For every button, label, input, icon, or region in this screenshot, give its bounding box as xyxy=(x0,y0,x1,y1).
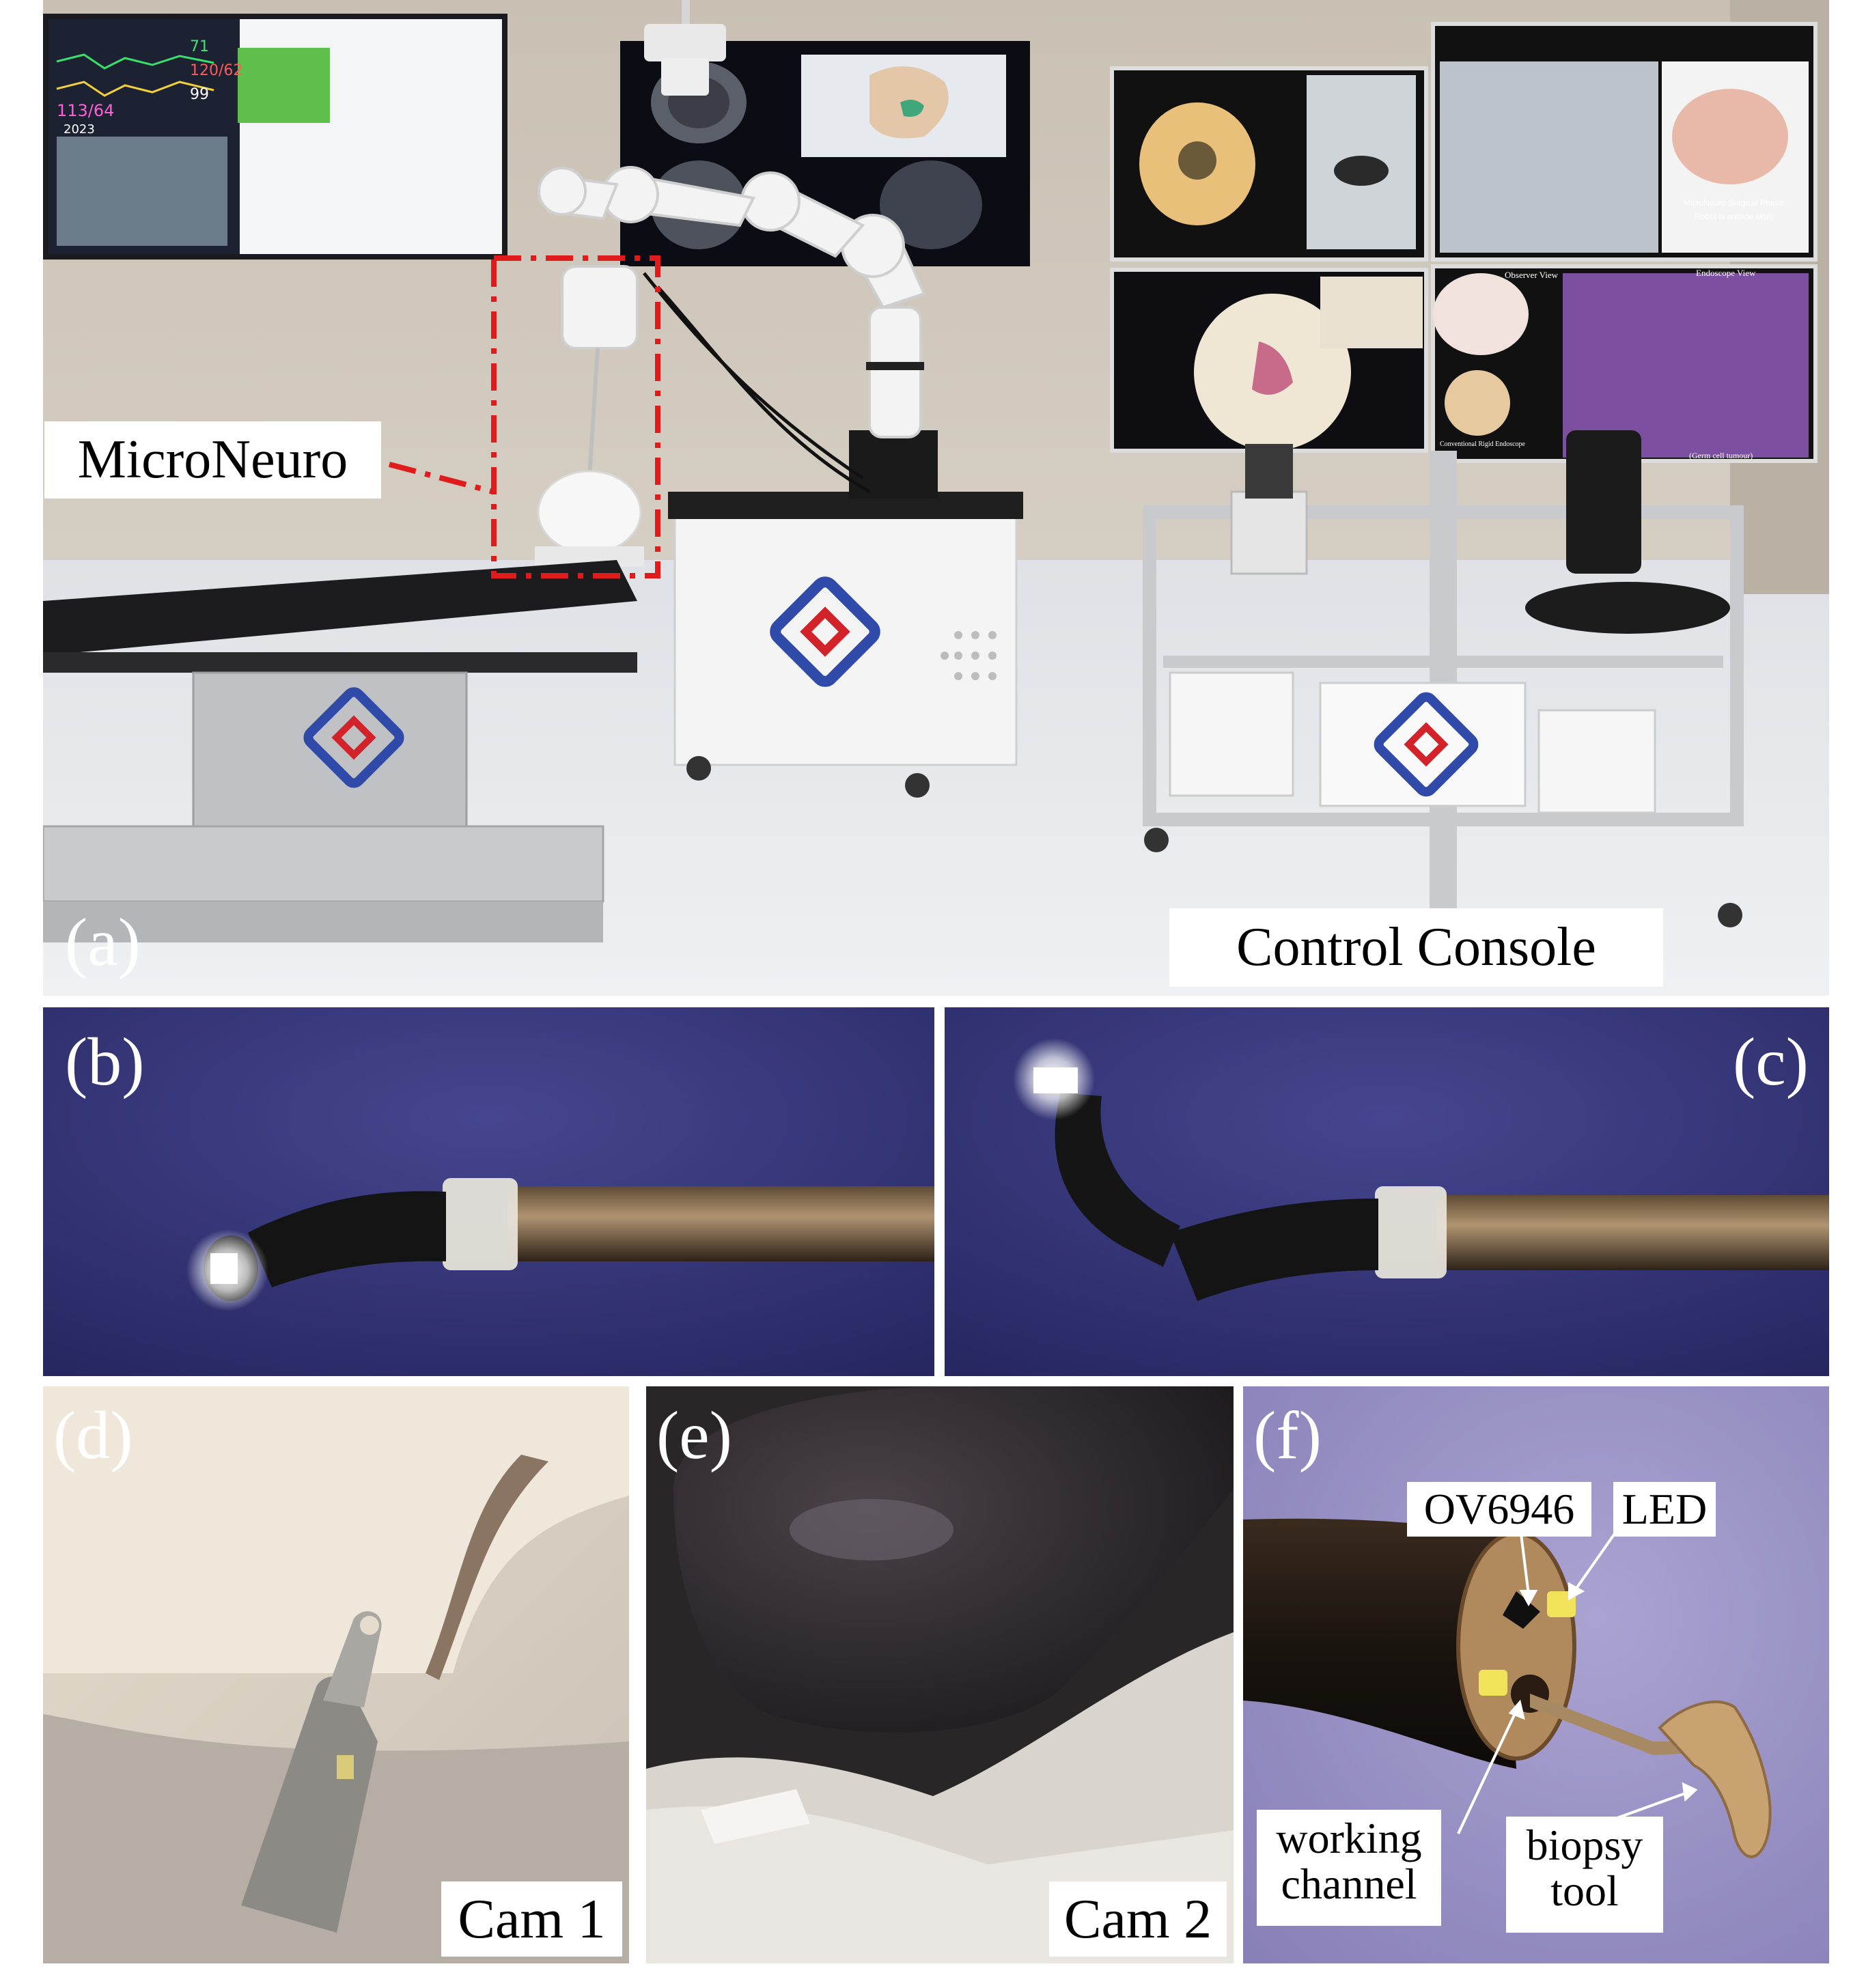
panel-e-cam2-view: (e) Cam 2 xyxy=(646,1386,1234,1963)
panel-a-operating-room: 71 120/62 99 113/64 2023 xyxy=(43,0,1829,996)
vital-bp: 120/62 xyxy=(190,62,242,79)
panel-d-letter: (d) xyxy=(53,1397,133,1473)
working-channel-line1: working xyxy=(1276,1814,1422,1862)
endoscope-bent-photo xyxy=(945,1007,1829,1376)
brand-logo-console xyxy=(1374,692,1479,797)
biopsy-tool-tip xyxy=(241,1677,378,1933)
bending-section xyxy=(248,1191,446,1287)
led-label: LED xyxy=(1613,1482,1716,1537)
led-ring xyxy=(1375,1186,1447,1278)
control-console-label: Control Console xyxy=(1169,908,1663,987)
biopsy-tool-line1: biopsy xyxy=(1526,1821,1643,1869)
bending-section-proximal xyxy=(1170,1199,1378,1301)
panel-b-endoscope-straight: (b) xyxy=(43,1007,934,1376)
cam2-image xyxy=(646,1386,1234,1963)
panel-b-letter: (b) xyxy=(65,1024,145,1100)
head-phantom xyxy=(537,470,642,555)
cam1-image xyxy=(43,1386,629,1963)
operating-room-photo: 71 120/62 99 113/64 2023 xyxy=(43,0,1829,996)
panel-a-letter: (a) xyxy=(65,904,141,980)
control-console xyxy=(1110,22,1818,970)
endoscope-face xyxy=(1456,1531,1576,1761)
led-ring xyxy=(443,1178,518,1270)
microneuro-label: MicroNeuro xyxy=(44,421,381,499)
cam2-label: Cam 2 xyxy=(1049,1881,1227,1957)
biopsy-tool-label: biopsy tool xyxy=(1506,1817,1663,1933)
working-channel-label: working channel xyxy=(1257,1810,1441,1926)
ov6946-label: OV6946 xyxy=(1407,1482,1591,1537)
endoscope-body xyxy=(1243,1518,1516,1769)
led-bottom xyxy=(1479,1670,1507,1696)
robot-cart xyxy=(668,430,1023,798)
panel-f-endoscope-tip: (f) OV6946 LED working channel biopsy to… xyxy=(1243,1386,1829,1963)
vital-spo2: 99 xyxy=(190,86,209,103)
brand-logo-table xyxy=(303,687,404,788)
endoscope-shaft xyxy=(507,1186,934,1261)
occluding-object xyxy=(673,1386,1234,1733)
brand-logo-cart xyxy=(770,576,880,687)
endoscope-straight-photo xyxy=(43,1007,934,1376)
operating-table xyxy=(43,560,637,942)
vital-hr: 71 xyxy=(190,38,209,55)
bending-section-distal xyxy=(1055,1093,1180,1267)
cam1-label: Cam 1 xyxy=(441,1881,622,1957)
panel-c-endoscope-bent: (c) xyxy=(945,1007,1829,1376)
vital-nibp: 113/64 xyxy=(57,101,114,120)
panel-c-letter: (c) xyxy=(1733,1024,1809,1100)
wall-monitor-left xyxy=(43,14,507,260)
biopsy-forceps xyxy=(1658,1700,1772,1858)
vital-year: 2023 xyxy=(64,122,95,137)
biopsy-tool-line2: tool xyxy=(1550,1866,1619,1916)
panel-e-letter: (e) xyxy=(656,1397,732,1473)
panel-f-letter: (f) xyxy=(1253,1397,1322,1473)
endoscope-shaft xyxy=(1436,1195,1829,1270)
ov6946-camera xyxy=(1503,1591,1540,1629)
working-channel-line2: channel xyxy=(1281,1860,1417,1909)
panel-d-cam1-view: (d) Cam 1 xyxy=(43,1386,629,1963)
